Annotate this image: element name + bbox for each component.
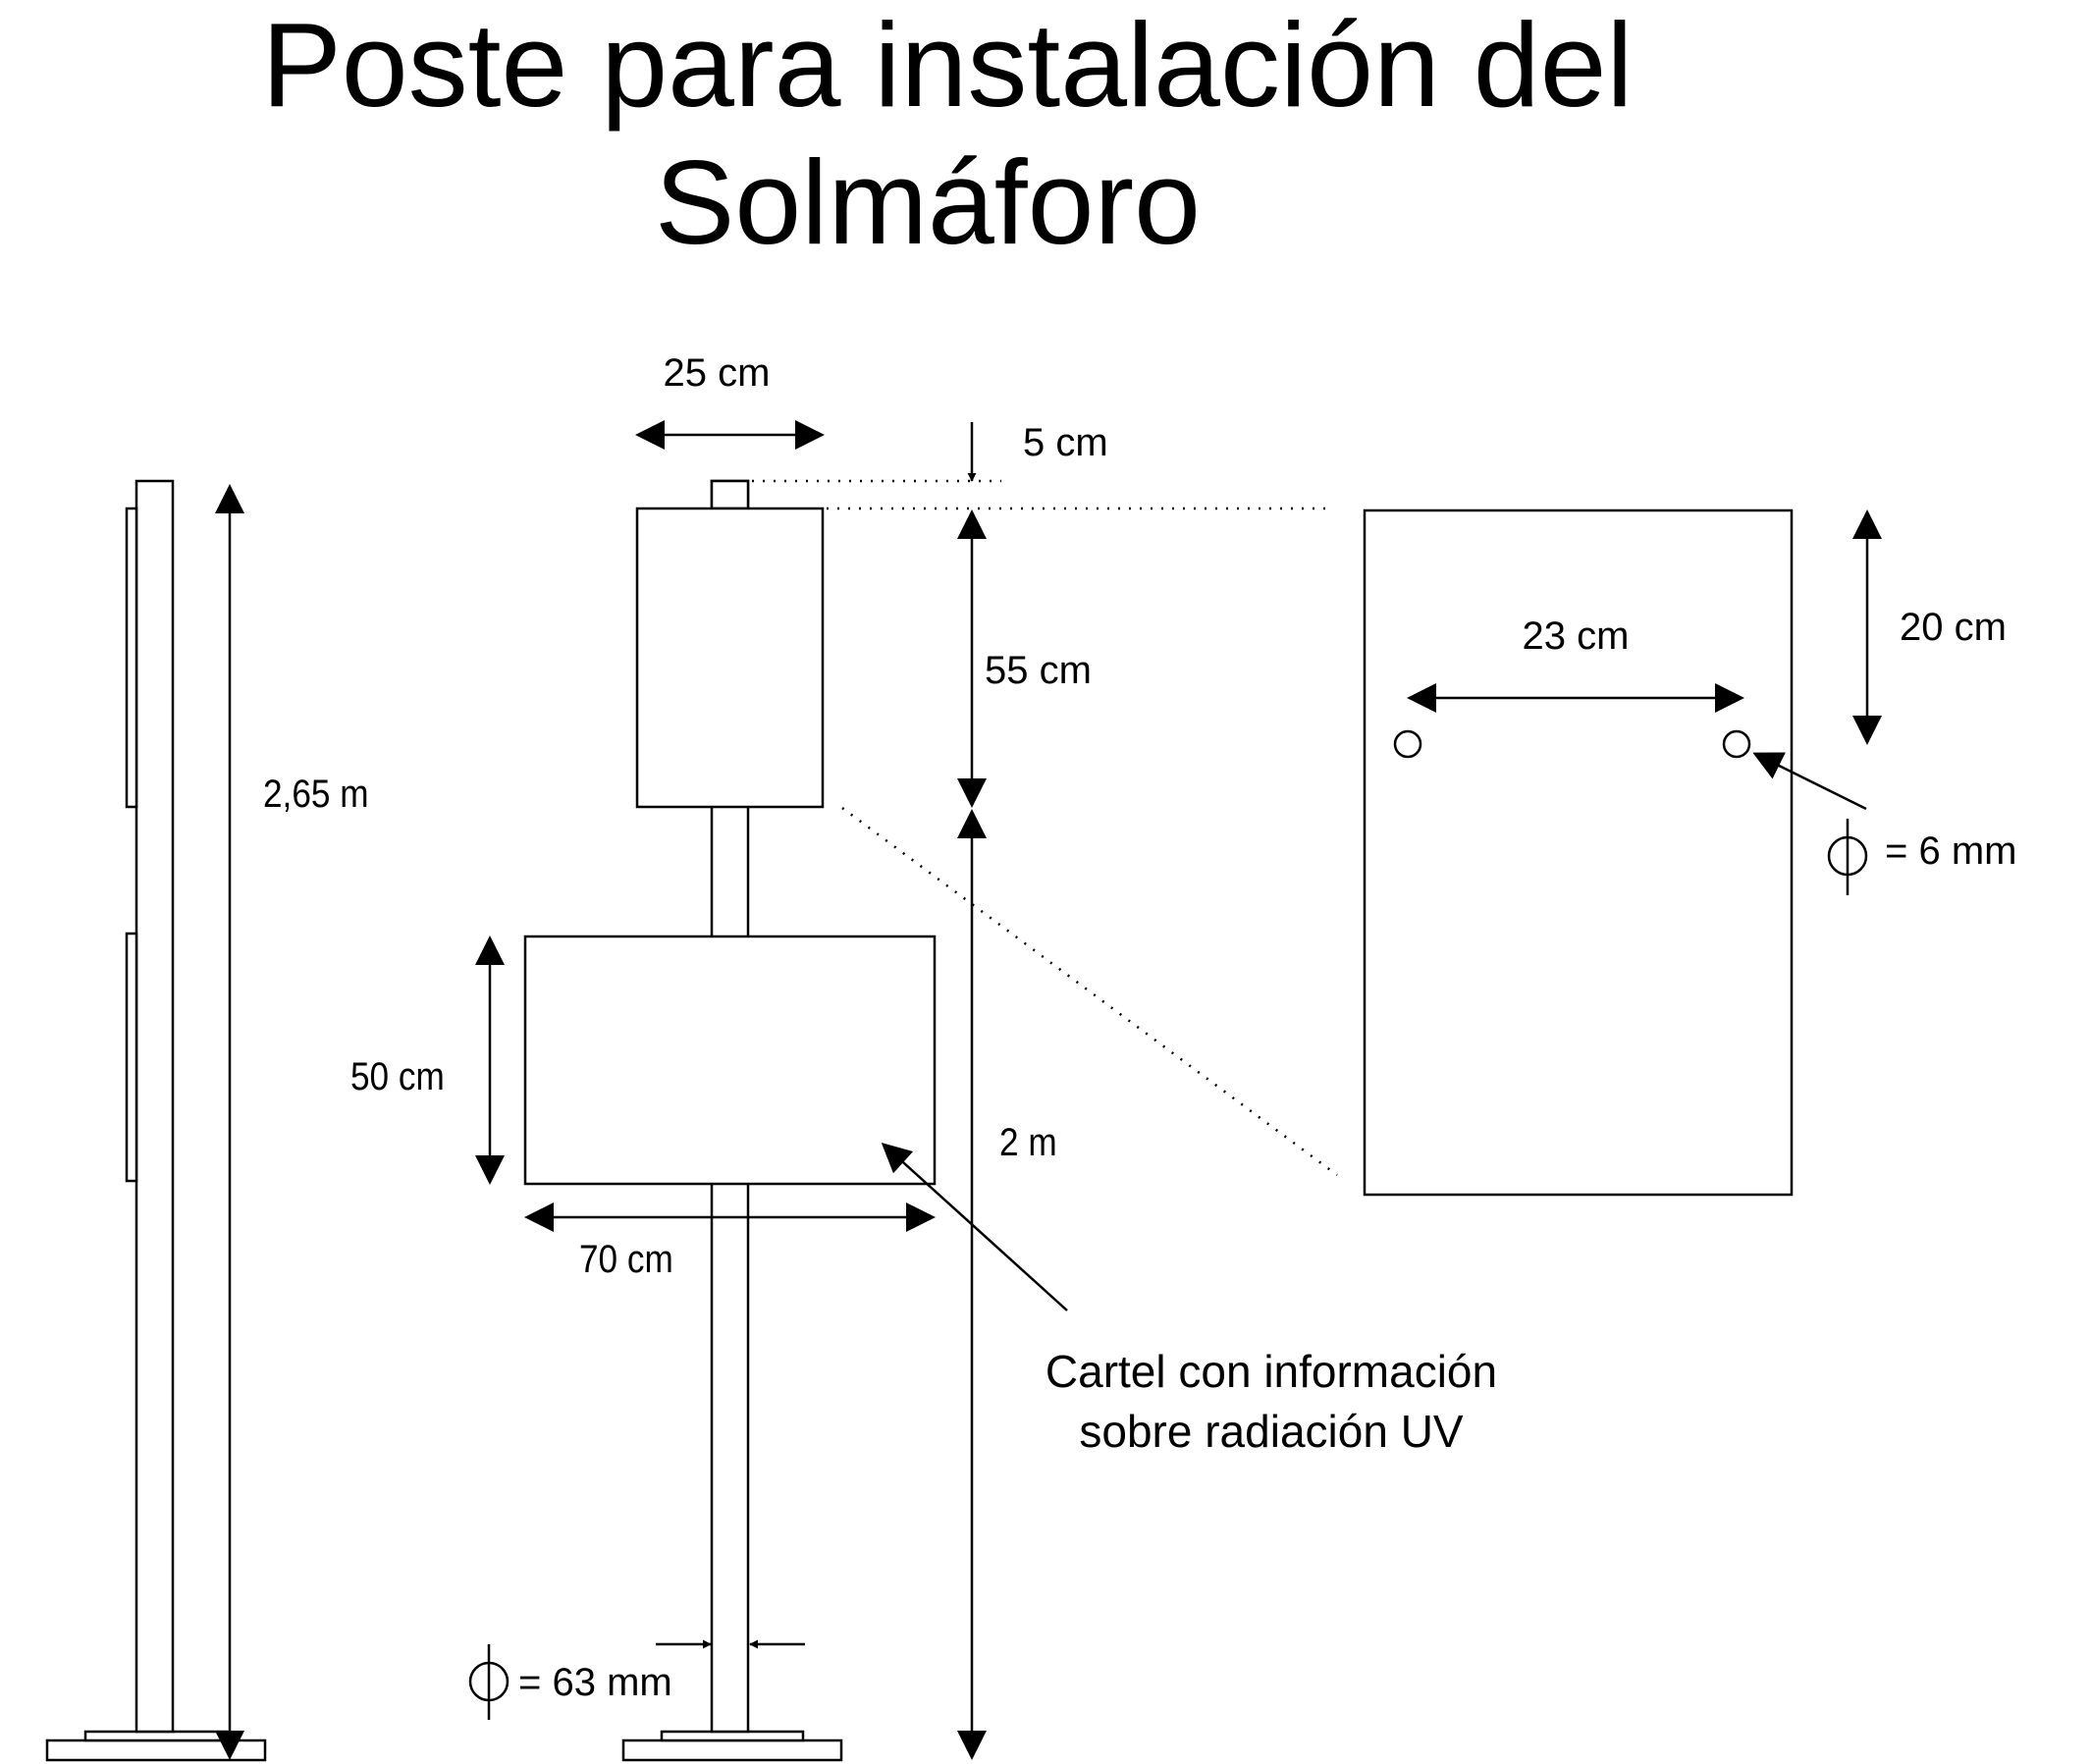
top-cap-label: 5 cm xyxy=(1023,421,1108,464)
sign-width-label: 70 cm xyxy=(579,1237,673,1281)
sign-height-label: 50 cm xyxy=(350,1054,445,1098)
diameter-symbol-icon xyxy=(468,1644,509,1720)
side-view-top-panel-edge xyxy=(125,507,138,809)
hole-diameter-leader xyxy=(1752,752,1867,811)
pole-diameter-label: = 63 mm xyxy=(518,1661,672,1704)
title-line-2: Solmáforo xyxy=(655,135,1201,269)
side-view-sign-edge xyxy=(125,932,138,1183)
callout-leader-arrow xyxy=(881,1142,1068,1311)
diameter-symbol-icon xyxy=(1827,819,1868,895)
callout-line-1: Cartel con información xyxy=(1046,1346,1497,1397)
top-panel-height-label: 55 cm xyxy=(985,649,1092,692)
front-view-base-flange xyxy=(660,1730,805,1742)
detail-view: 23 cm 20 cm = 6 mm xyxy=(1363,508,2016,1197)
side-view-base-flange xyxy=(83,1730,229,1742)
side-view-pole xyxy=(134,479,175,1734)
front-view-base-plate xyxy=(621,1738,843,1762)
pole-height-label: 2 m xyxy=(999,1120,1057,1164)
side-view-height-label: 2,65 m xyxy=(263,772,369,816)
side-view: 2,65 m xyxy=(45,479,369,1762)
hole-diameter-label: = 6 mm xyxy=(1885,829,2016,873)
front-view-top-cap xyxy=(710,479,750,510)
sign-callout: Cartel con información sobre radiación U… xyxy=(881,1142,1497,1457)
detail-panel xyxy=(1363,508,1794,1197)
top-panel-width-label: 25 cm xyxy=(664,351,771,395)
front-view: 25 cm 5 cm 55 cm 2 m 50 cm 70 cm = 63 mm xyxy=(350,351,1338,1762)
title-line-1: Poste para instalación del xyxy=(261,0,1633,132)
mounting-hole-right xyxy=(1722,729,1751,759)
side-view-base-plate xyxy=(45,1738,267,1762)
hole-offset-label: 20 cm xyxy=(1900,606,2007,649)
front-view-info-sign xyxy=(523,935,937,1186)
callout-line-2: sobre radiación UV xyxy=(1079,1406,1464,1457)
front-view-top-panel xyxy=(635,507,825,809)
mounting-hole-left xyxy=(1393,729,1422,759)
hole-spacing-label: 23 cm xyxy=(1523,615,1630,658)
